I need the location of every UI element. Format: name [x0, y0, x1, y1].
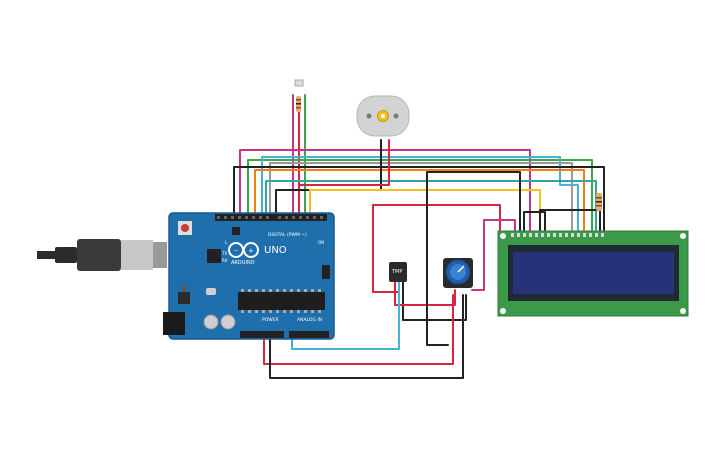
wire-black-lcd-right2[interactable] — [539, 209, 601, 231]
crystal — [206, 288, 216, 295]
power-header — [240, 331, 284, 338]
led-tx-label: TX — [221, 251, 227, 256]
wire-red-bottom[interactable] — [263, 294, 454, 365]
wire-green-lcd[interactable] — [247, 159, 593, 231]
voltage-regulator — [178, 292, 190, 304]
wire-black-sensor[interactable] — [402, 281, 467, 321]
wire-black-lcd-right[interactable] — [523, 211, 546, 231]
brand-label: ARDUINO — [231, 260, 255, 266]
digital-pins — [217, 216, 323, 219]
wire-orange-lcd[interactable] — [254, 169, 585, 231]
wire-yellow[interactable] — [309, 189, 541, 231]
lcd-16x2-display[interactable] — [497, 230, 689, 317]
digital-header — [215, 214, 327, 221]
wire-gray-lcd[interactable] — [269, 162, 573, 231]
wire-motor-red[interactable] — [299, 139, 390, 186]
capacitor-2 — [220, 314, 236, 330]
wire-black-top[interactable] — [233, 166, 605, 231]
power-jack[interactable] — [163, 312, 185, 335]
potentiometer[interactable] — [443, 258, 473, 288]
atmega-pins — [241, 289, 321, 313]
led-with-resistor[interactable] — [294, 79, 304, 112]
wire-red-down[interactable] — [372, 204, 399, 293]
wires — [233, 94, 605, 379]
arduino-uno-board[interactable]: DIGITAL (PWM ~) − + ARDUINO UNO L TX RX … — [163, 212, 335, 340]
lcd-pin-header — [511, 233, 604, 237]
usb-cable[interactable] — [37, 239, 167, 271]
sensor-label: TMP — [391, 269, 402, 275]
icsp-header-right — [322, 265, 330, 279]
lcd-screen — [513, 252, 674, 294]
analog-header — [289, 331, 329, 338]
dc-motor[interactable] — [356, 95, 410, 137]
analog-header-label: ANALOG IN — [297, 317, 322, 323]
wire-black-bottom[interactable] — [269, 294, 464, 379]
usb-controller-chip — [207, 249, 221, 263]
wire-motor-black[interactable] — [275, 139, 382, 216]
digital-header-label: DIGITAL (PWM ~) — [268, 232, 307, 238]
svg-text:−: − — [233, 247, 238, 254]
wire-red-loop[interactable] — [372, 204, 501, 231]
capacitor-1 — [203, 314, 219, 330]
svg-text:+: + — [248, 247, 254, 255]
arduino-logo: − + — [228, 242, 259, 258]
temperature-sensor[interactable]: TMP — [389, 262, 407, 282]
wire-black-mid[interactable] — [426, 171, 521, 231]
wire-red-sensor[interactable] — [394, 281, 456, 306]
model-label: UNO — [264, 245, 287, 256]
wire-cyan-sensor[interactable] — [291, 281, 400, 350]
power-header-label: POWER — [262, 317, 279, 323]
wire-magenta-pot[interactable] — [471, 219, 516, 291]
icsp-header-small — [232, 227, 240, 235]
lcd-backlight-resistor[interactable] — [596, 193, 602, 211]
wire-black-pot[interactable] — [426, 199, 449, 346]
led-rx-label: RX — [222, 258, 228, 263]
led-l-label: L — [225, 240, 228, 245]
led-on-label: ON — [318, 240, 324, 245]
atmega-chip — [238, 292, 325, 310]
